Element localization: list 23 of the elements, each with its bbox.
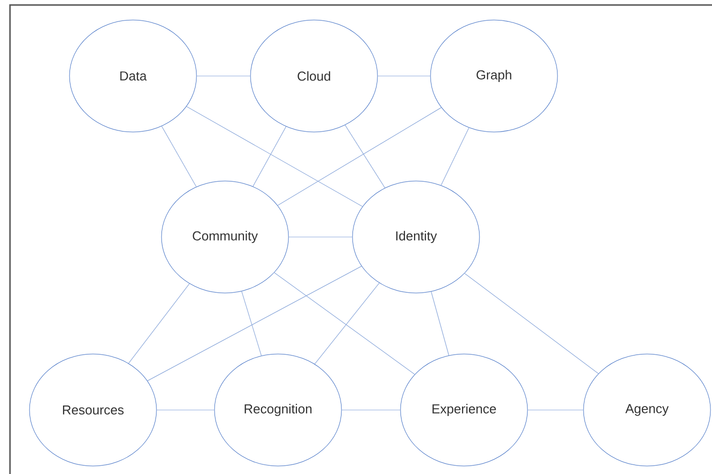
ellipse-node: Data xyxy=(69,20,197,132)
connector-line xyxy=(252,126,286,187)
connector-line xyxy=(288,236,353,238)
ellipse-node: Community xyxy=(161,180,289,294)
connector-line xyxy=(186,106,363,207)
ellipse-node: Identity xyxy=(352,180,480,294)
connector-line xyxy=(128,283,190,364)
ellipse-node: Recognition xyxy=(214,354,342,466)
ellipse-node: Agency xyxy=(583,354,711,466)
connector-line xyxy=(344,124,386,188)
connector-line xyxy=(277,107,442,206)
connector-line xyxy=(147,266,362,382)
connector-line xyxy=(241,291,262,356)
connector-line xyxy=(314,282,380,364)
ellipse-node: Experience xyxy=(400,354,528,466)
connector-line xyxy=(430,291,450,356)
connector-line xyxy=(440,127,470,186)
ellipse-node: Graph xyxy=(430,20,558,132)
connector-line xyxy=(161,126,197,188)
ellipse-node: Cloud xyxy=(250,20,378,132)
connector-line xyxy=(464,273,599,374)
connector-line xyxy=(274,272,416,375)
ellipse-node: Resources xyxy=(29,354,157,466)
